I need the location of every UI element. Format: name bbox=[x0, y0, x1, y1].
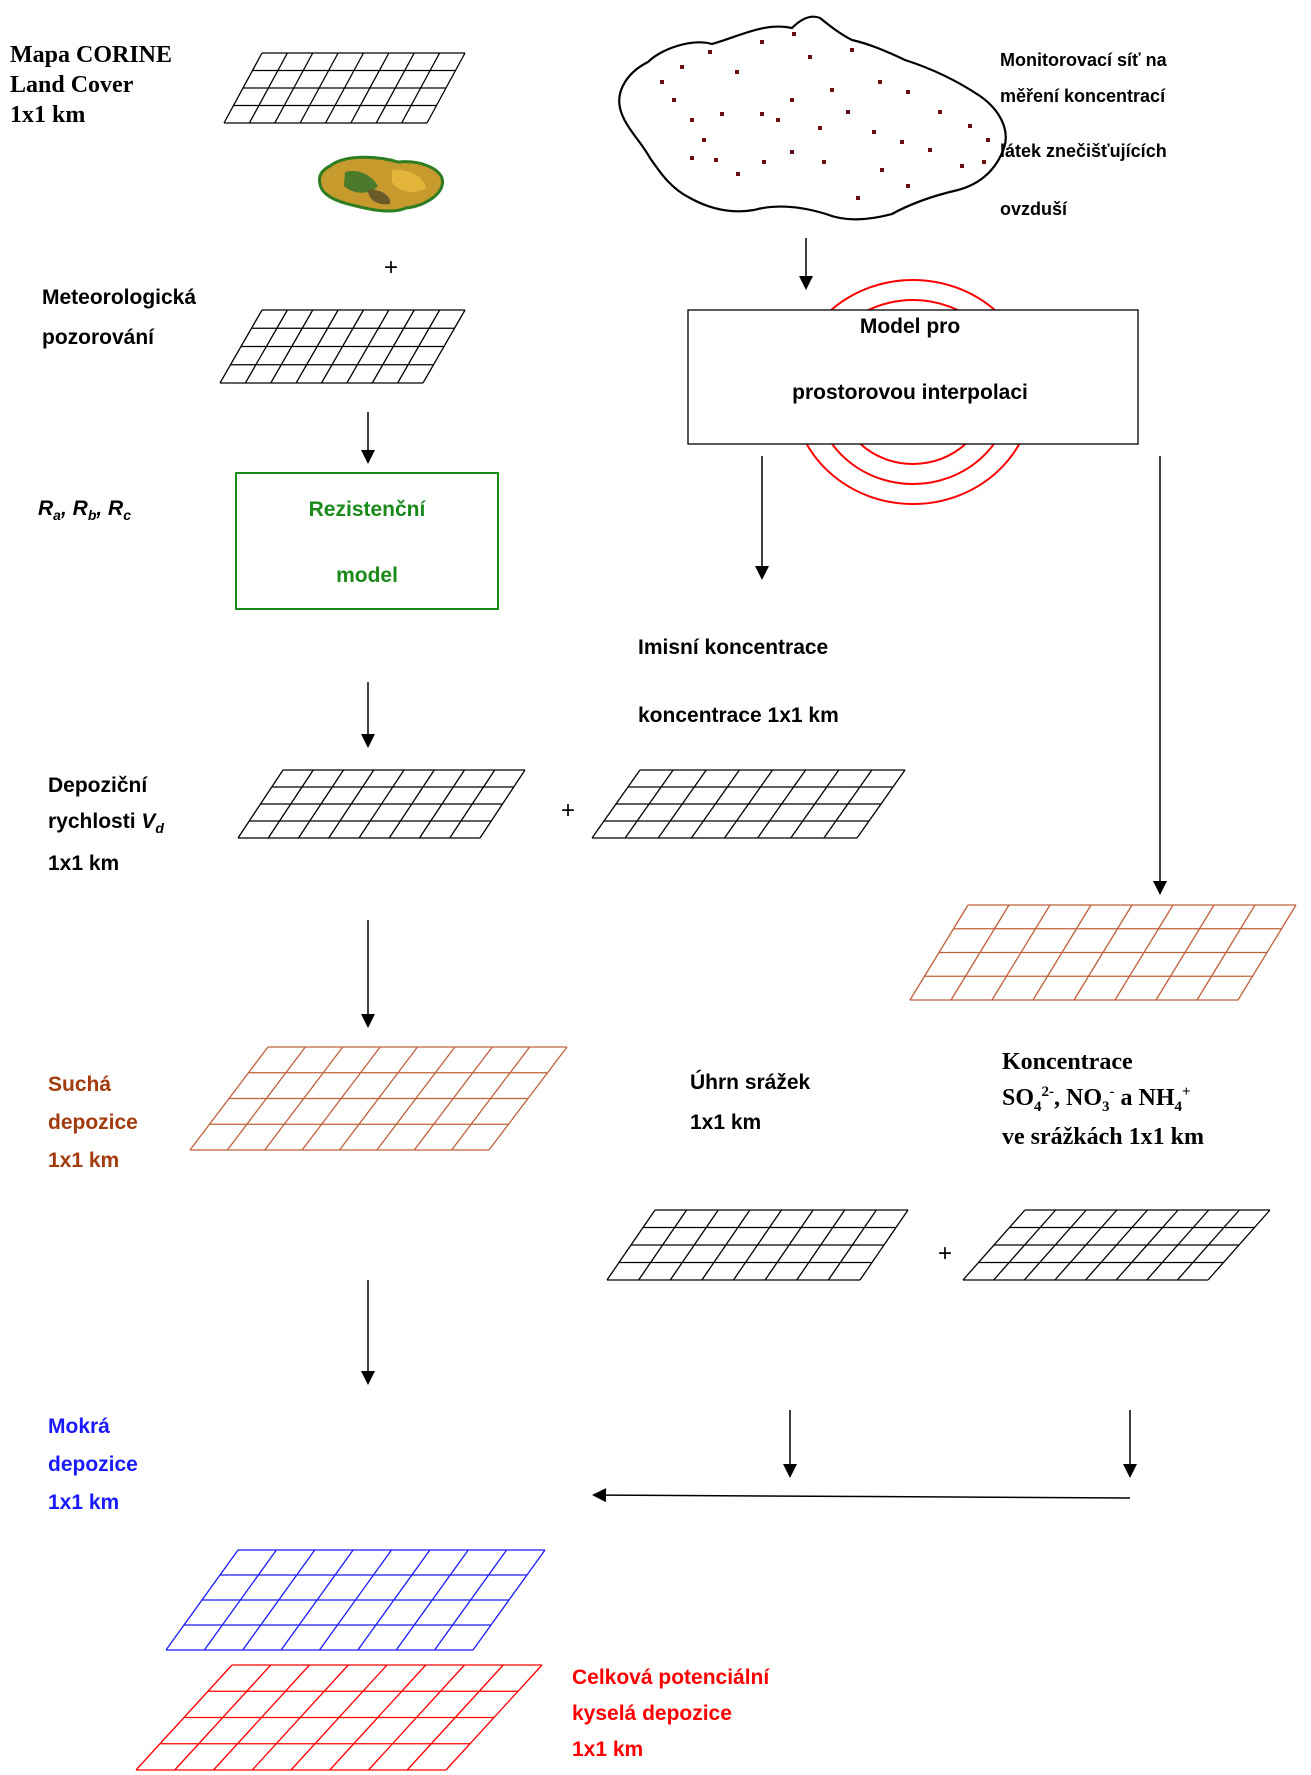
station-dot bbox=[735, 70, 739, 74]
station-dot bbox=[872, 130, 876, 134]
land-cover-urban-a bbox=[368, 189, 391, 205]
resistance-model-box bbox=[235, 472, 499, 610]
station-dot bbox=[762, 160, 766, 164]
plus-sign-1: + bbox=[384, 254, 399, 281]
station-dot bbox=[906, 90, 910, 94]
station-dot bbox=[900, 140, 904, 144]
station-dot bbox=[790, 150, 794, 154]
station-dot bbox=[790, 98, 794, 102]
meteo-label: Meteorologická pozorování bbox=[42, 286, 197, 349]
land-cover-map bbox=[318, 155, 444, 213]
deposition-velocity-label: Depoziční rychlosti Vd 1x1 km bbox=[48, 774, 164, 876]
arrow-precip-to-merge bbox=[783, 1410, 797, 1478]
station-dot bbox=[830, 88, 834, 92]
arrow-merge-to-wet bbox=[592, 1488, 1131, 1503]
station-dot bbox=[846, 110, 850, 114]
station-dot bbox=[982, 160, 986, 164]
station-dot bbox=[808, 55, 812, 59]
total-deposition-grid bbox=[135, 1664, 543, 1771]
interp-model-box bbox=[687, 309, 1139, 445]
arrow-resistance-to-velocity bbox=[361, 682, 375, 748]
station-dot bbox=[760, 112, 764, 116]
arrow-interp-to-precip-concentration bbox=[1153, 456, 1167, 895]
wet-deposition-label: Mokrá depozice 1x1 km bbox=[48, 1415, 138, 1514]
wet-deposition-grid bbox=[165, 1549, 546, 1651]
meteo-grid bbox=[219, 309, 466, 384]
station-dot bbox=[986, 138, 990, 142]
arrow-dry-to-wet bbox=[361, 1280, 375, 1385]
monitoring-map-outline bbox=[618, 15, 1007, 221]
plus-sign-2: + bbox=[561, 797, 576, 824]
station-dot bbox=[928, 148, 932, 152]
station-dot bbox=[968, 124, 972, 128]
dry-deposition-grid bbox=[189, 1046, 568, 1151]
station-dot bbox=[660, 80, 664, 84]
arrow-concentration-to-merge bbox=[1123, 1410, 1137, 1478]
total-deposition-label: Celková potenciální kyselá depozice 1x1 … bbox=[572, 1666, 770, 1761]
station-dot bbox=[672, 98, 676, 102]
monitoring-label: Monitorovací síť na měření koncentrací l… bbox=[1000, 50, 1167, 219]
arrow-interp-to-immission bbox=[755, 456, 769, 580]
station-dot bbox=[690, 156, 694, 160]
immission-grid bbox=[591, 769, 906, 839]
resistance-model-label: Rezistenční model bbox=[308, 498, 426, 587]
land-cover-field-a bbox=[392, 169, 426, 193]
station-dot bbox=[714, 158, 718, 162]
station-dot bbox=[938, 110, 942, 114]
station-dot bbox=[680, 65, 684, 69]
station-dot bbox=[822, 160, 826, 164]
resistance-symbols: Ra, Rb, Rc bbox=[38, 497, 132, 524]
station-dot bbox=[708, 50, 712, 54]
corine-label: Mapa CORINE Land Cover 1x1 km bbox=[10, 42, 173, 128]
station-dot bbox=[850, 48, 854, 52]
corine-grid bbox=[223, 52, 466, 124]
station-dot bbox=[818, 126, 822, 130]
precipitation-concentration-label: Koncentrace SO42-, NO3- a NH4+ ve srážká… bbox=[1002, 1049, 1204, 1150]
land-cover-forest-a bbox=[344, 170, 378, 193]
station-dot bbox=[878, 80, 882, 84]
interp-model-label: Model pro prostorovou interpolaci bbox=[792, 315, 1028, 404]
station-dot bbox=[760, 40, 764, 44]
station-dot bbox=[906, 184, 910, 188]
station-dot bbox=[736, 172, 740, 176]
dry-deposition-label: Suchá depozice 1x1 km bbox=[48, 1073, 138, 1172]
station-dot bbox=[856, 196, 860, 200]
immission-label: Imisní koncentrace koncentrace 1x1 km bbox=[638, 636, 839, 727]
deposition-velocity-grid bbox=[237, 769, 526, 839]
arrow-meteo-to-resistance bbox=[361, 412, 375, 464]
station-dot bbox=[880, 168, 884, 172]
precip-concentration-grid bbox=[909, 904, 1297, 1001]
station-dot bbox=[720, 112, 724, 116]
precip-concentration-small-grid bbox=[962, 1209, 1271, 1281]
precipitation-grid bbox=[606, 1209, 909, 1281]
precipitation-label: Úhrn srážek 1x1 km bbox=[690, 1071, 811, 1134]
arrow-map-to-interp bbox=[799, 238, 813, 290]
station-dot bbox=[690, 118, 694, 122]
arrow-velocity-to-dry bbox=[361, 920, 375, 1028]
station-dot bbox=[702, 138, 706, 142]
station-dot bbox=[776, 118, 780, 122]
station-dot bbox=[792, 32, 796, 36]
plus-sign-3: + bbox=[938, 1240, 953, 1267]
station-dot bbox=[960, 164, 964, 168]
